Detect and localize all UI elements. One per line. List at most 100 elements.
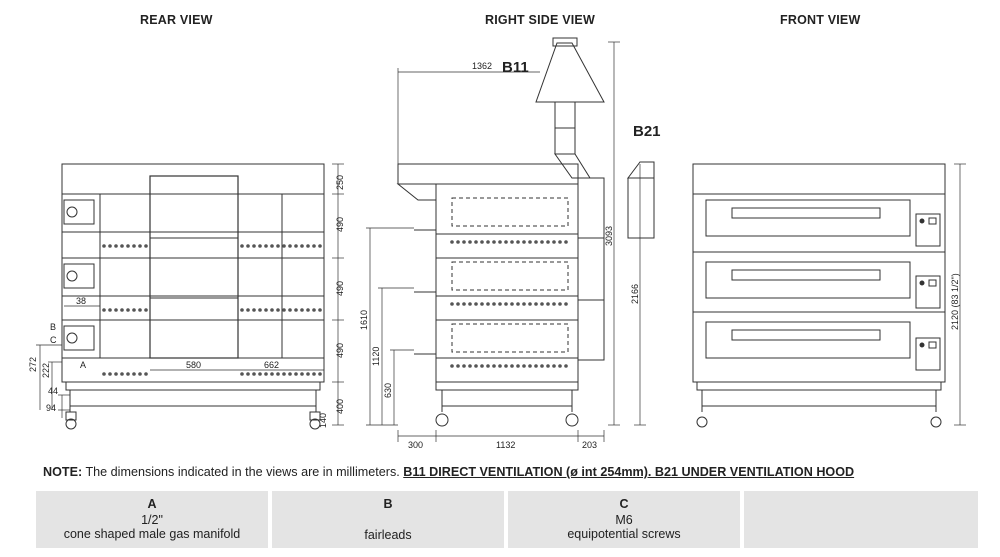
legend-cell-c: C M6 equipotential screws xyxy=(508,491,740,548)
dim-1362: 1362 xyxy=(472,61,492,71)
burner-dot xyxy=(522,240,526,244)
dim-rear-250: 250 xyxy=(335,175,345,190)
burner-dot xyxy=(288,244,292,248)
burner-dot xyxy=(300,244,304,248)
legend-description: cone shaped male gas manifold xyxy=(63,527,241,541)
burner-dot xyxy=(564,302,568,306)
burner-dot xyxy=(138,308,142,312)
burner-dot xyxy=(246,372,250,376)
dim-side-203: 203 xyxy=(582,440,597,450)
burner-dot xyxy=(114,308,118,312)
burner-dot xyxy=(510,364,514,368)
burner-dot xyxy=(462,240,466,244)
burner-dot xyxy=(276,244,280,248)
burner-dot xyxy=(270,372,274,376)
burner-dot xyxy=(552,364,556,368)
burner-dot xyxy=(534,364,538,368)
burner-dot xyxy=(264,308,268,312)
burner-dot xyxy=(540,240,544,244)
dim-rear-400: 400 xyxy=(335,399,345,414)
burner-dot xyxy=(510,240,514,244)
dim-side-1120: 1120 xyxy=(371,347,381,366)
burner-dot xyxy=(294,244,298,248)
burner-dot xyxy=(498,364,502,368)
burner-dot xyxy=(120,244,124,248)
burner-dot xyxy=(456,302,460,306)
burner-dot xyxy=(486,364,490,368)
dim-rear-272: 272 xyxy=(28,357,38,372)
burner-dot xyxy=(252,308,256,312)
dim-rear-490-c: 490 xyxy=(335,343,345,358)
burner-dot xyxy=(138,244,142,248)
burner-dot xyxy=(474,240,478,244)
burner-dot xyxy=(102,244,106,248)
front-view-drawing xyxy=(692,163,966,428)
burner-dot xyxy=(504,364,508,368)
burner-dot xyxy=(276,372,280,376)
burner-dot xyxy=(126,372,130,376)
burner-dot xyxy=(288,308,292,312)
dim-side-2166: 2166 xyxy=(630,284,640,304)
rear-view-title: REAR VIEW xyxy=(140,13,213,27)
label-a: A xyxy=(80,360,86,370)
burner-dot xyxy=(504,302,508,306)
burner-dot xyxy=(246,308,250,312)
burner-dot xyxy=(306,244,310,248)
burner-dot xyxy=(312,244,316,248)
burner-dot xyxy=(258,372,262,376)
legend-cell-b: B fairleads xyxy=(272,491,504,548)
burner-dot xyxy=(546,364,550,368)
burner-dot xyxy=(282,372,286,376)
burner-dot xyxy=(534,302,538,306)
burner-dot xyxy=(558,302,562,306)
burner-dot xyxy=(258,244,262,248)
burner-dot xyxy=(492,240,496,244)
burner-dot xyxy=(498,240,502,244)
burner-dot xyxy=(318,244,322,248)
label-c: C xyxy=(50,335,57,345)
burner-dot xyxy=(456,364,460,368)
burner-dot xyxy=(300,372,304,376)
dim-rear-580: 580 xyxy=(186,360,201,370)
burner-dot xyxy=(288,372,292,376)
burner-dot xyxy=(282,244,286,248)
burner-dot xyxy=(474,302,478,306)
technical-drawing: B11 B21 1362 250 490 490 490 400 140 272… xyxy=(28,37,966,450)
burner-dot xyxy=(282,308,286,312)
burner-dot xyxy=(510,302,514,306)
burner-dot xyxy=(534,240,538,244)
burner-dot xyxy=(294,372,298,376)
burner-dot xyxy=(144,244,148,248)
burner-dot xyxy=(258,308,262,312)
rear-view-drawing xyxy=(36,163,344,430)
burner-dot xyxy=(294,308,298,312)
burner-dot xyxy=(486,240,490,244)
burner-dot xyxy=(108,244,112,248)
dim-rear-490-a: 490 xyxy=(335,217,345,232)
note-text: The dimensions indicated in the views ar… xyxy=(82,465,404,479)
burner-dot xyxy=(300,308,304,312)
label-b: B xyxy=(50,322,56,332)
burner-dot xyxy=(318,308,322,312)
burner-dot xyxy=(504,240,508,244)
burner-dot xyxy=(276,308,280,312)
legend-key: C xyxy=(619,497,629,511)
burner-dot xyxy=(516,364,520,368)
dim-rear-222: 222 xyxy=(41,363,51,378)
burner-dot xyxy=(528,240,532,244)
burner-dot xyxy=(558,364,562,368)
burner-dot xyxy=(102,372,106,376)
right-side-view-title: RIGHT SIDE VIEW xyxy=(485,13,595,27)
burner-dot xyxy=(252,244,256,248)
burner-dot xyxy=(312,372,316,376)
legend-value: M6 xyxy=(615,513,633,527)
legend-description: fairleads xyxy=(364,528,412,542)
burner-dot xyxy=(552,302,556,306)
burner-dot xyxy=(480,364,484,368)
burner-dot xyxy=(144,372,148,376)
dim-side-1610: 1610 xyxy=(359,310,369,330)
burner-dot xyxy=(492,302,496,306)
burner-dot xyxy=(564,364,568,368)
burner-dot xyxy=(108,372,112,376)
burner-dot xyxy=(468,364,472,368)
